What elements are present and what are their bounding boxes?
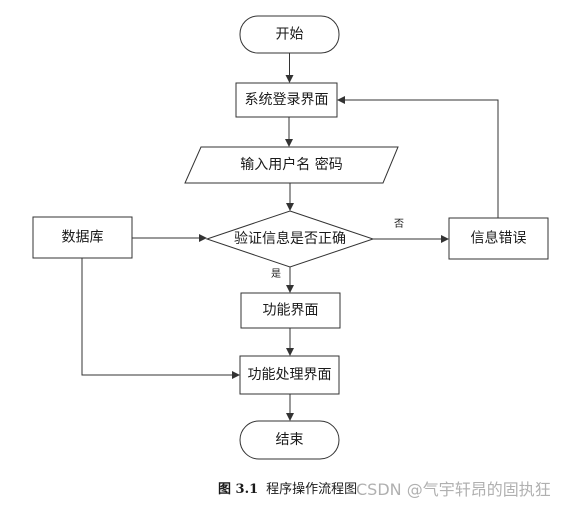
processing-ui-node: 功能处理界面 bbox=[239, 355, 340, 395]
edge-error-login bbox=[337, 96, 499, 218]
verify-decision-node: 验证信息是否正确 bbox=[205, 210, 375, 268]
start-label: 开始 bbox=[276, 27, 304, 43]
figure-title: 程序操作流程图 bbox=[266, 482, 358, 497]
end-node: 结束 bbox=[239, 420, 340, 460]
input-label: 输入用户名 密码 bbox=[240, 156, 342, 173]
figure-number: 图 3.1 bbox=[218, 482, 259, 497]
login-label: 系统登录界面 bbox=[245, 92, 329, 108]
input-node: 输入用户名 密码 bbox=[184, 146, 399, 184]
processing-ui-label: 功能处理界面 bbox=[248, 367, 332, 383]
login-node: 系统登录界面 bbox=[235, 82, 338, 118]
end-label: 结束 bbox=[276, 432, 304, 448]
edge-database-processing bbox=[81, 258, 240, 379]
verify-label: 验证信息是否正确 bbox=[234, 230, 346, 247]
edge-label-yes: 是 bbox=[271, 268, 281, 280]
figure-caption: 图 3.1 程序操作流程图 bbox=[218, 478, 357, 497]
watermark: CSDN @气宇轩昂的固执狂 bbox=[356, 480, 551, 499]
function-ui-label: 功能界面 bbox=[263, 303, 319, 319]
error-label: 信息错误 bbox=[471, 230, 527, 247]
function-ui-node: 功能界面 bbox=[240, 292, 341, 329]
edge-label-no: 否 bbox=[394, 218, 404, 230]
database-node: 数据库 bbox=[32, 216, 133, 259]
start-node: 开始 bbox=[239, 15, 340, 54]
error-node: 信息错误 bbox=[448, 217, 549, 260]
database-label: 数据库 bbox=[62, 230, 104, 246]
